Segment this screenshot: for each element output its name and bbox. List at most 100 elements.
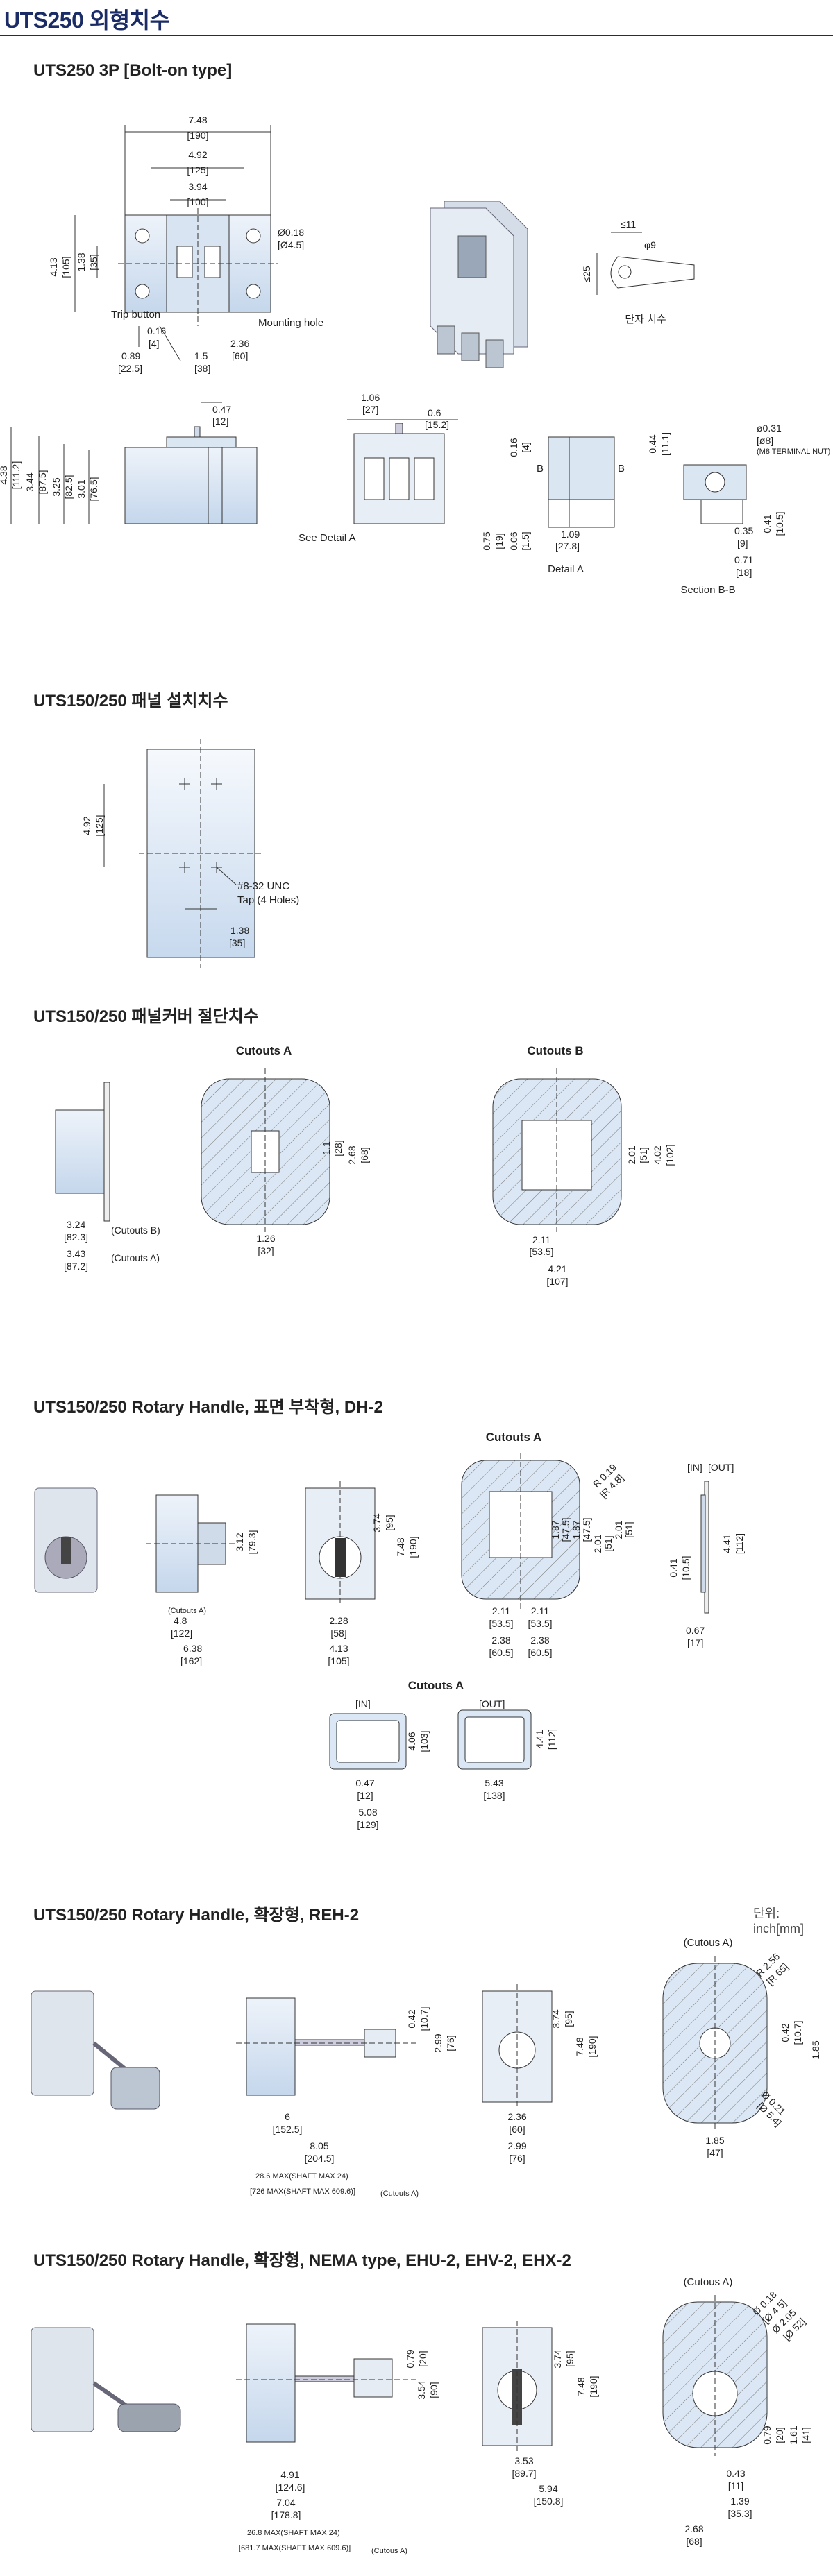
dim-4-13-mm: [105] [60, 256, 71, 278]
reh2-dim-7-48-mm: [190] [587, 2036, 598, 2057]
dh2-dim-6-38-mm: [162] [180, 1655, 202, 1666]
section-title-bolt-on: UTS250 3P [Bolt-on type] [33, 61, 233, 80]
terminal-lug [596, 232, 695, 295]
nema-dim-1-39: 1.39 [730, 2496, 749, 2507]
panel-mount-drawing: 4.92 [125] #8-32 UNC Tap (4 Holes) 1.38 … [81, 739, 299, 968]
dim-4-02-mm: [102] [664, 1144, 675, 1166]
dh2-dim-2-01a: 2.01 [592, 1534, 603, 1553]
nema-dim-2-68-mm: [68] [686, 2536, 702, 2547]
dim-4-92: 4.92 [188, 149, 207, 160]
nema-dim-7-48: 7.48 [575, 2377, 587, 2396]
nema-dim-0-79: 0.79 [405, 2349, 416, 2368]
dim-1-5: 1.5 [194, 350, 208, 361]
breaker-front-view [347, 419, 458, 524]
dim-4-13: 4.13 [48, 257, 59, 276]
section-title-panel-cutout: UTS150/250 패널커버 절단치수 [33, 1007, 259, 1026]
nema-dim-3-53-mm: [89.7] [512, 2468, 536, 2479]
dh2-dim-2-28-mm: [58] [330, 1628, 346, 1639]
dh2-dim-4-41-mm: [112] [734, 1533, 745, 1554]
dim-1-38-mm: [35] [229, 937, 245, 948]
dim-4-02: 4.02 [652, 1145, 663, 1164]
dim-dia-0-31: ø0.31 [757, 423, 782, 434]
dh2-dim-7-48-mm: [190] [407, 1536, 419, 1558]
dim-7-48: 7.48 [188, 114, 207, 126]
terminal-nut-note: (M8 TERMINAL NUT) [757, 447, 830, 456]
dim-3-01: 3.01 [76, 479, 87, 498]
dim-d-0-16-mm: [4] [520, 442, 531, 453]
dim-2-68-mm: [68] [359, 1147, 370, 1163]
reh2-side-view [236, 1997, 416, 2096]
dim-4-38-mm: [111.2] [10, 461, 22, 490]
dh2-dim-4-41b: 4.41 [534, 1730, 545, 1748]
reh2-dim-8-05: 8.05 [310, 2140, 328, 2151]
reh2-shaft-max-mm: [726 MAX(SHAFT MAX 609.6)] [250, 2187, 355, 2196]
section-title-dh2: UTS150/250 Rotary Handle, 표면 부착형, DH-2 [33, 1398, 383, 1417]
nema-dim-0-79b-mm: [20] [774, 2427, 785, 2443]
dh2-dim-4-8: 4.8 [174, 1615, 187, 1626]
hole-dia: Ø0.18 [278, 227, 304, 238]
title-divider [0, 35, 833, 36]
dh2-side-view [146, 1494, 236, 1593]
dh2-dim-2-28: 2.28 [329, 1615, 348, 1626]
dim-1-38: 1.38 [230, 925, 249, 936]
dim-4-21: 4.21 [548, 1263, 566, 1274]
nema-cutous-header: (Cutous A) [684, 2276, 733, 2288]
reh2-dim-0-42-mm: [10.7] [419, 2006, 430, 2031]
dim-3-94-mm: [100] [187, 196, 208, 207]
dim-0-47: 0.47 [212, 404, 231, 415]
reh2-dim-2-99-mm: [76] [445, 2035, 456, 2051]
reh2-dim-3-74: 3.74 [550, 2009, 562, 2028]
terminal-phi9: φ9 [644, 239, 656, 250]
reh2-dim-0-42b-mm: [10.7] [792, 2020, 803, 2045]
dh2-out-label: [OUT] [708, 1462, 734, 1473]
dim-0-6: 0.6 [428, 407, 441, 418]
cutouts-a-note: (Cutouts A) [111, 1252, 160, 1263]
reh2-cutout-panel [662, 1956, 768, 2130]
nema-drawing: 0.79 [20] 3.54 [90] 4.91 [124.6] 7.04 [1… [31, 2276, 811, 2555]
reh2-dim-2-36: 2.36 [507, 2111, 526, 2122]
dh2-dim-7-48: 7.48 [395, 1537, 406, 1556]
cutouts-b-header: Cutouts B [527, 1044, 583, 1057]
nema-dim-0-43-mm: [11] [728, 2480, 743, 2491]
dh2-dim-2-38a: 2.38 [491, 1635, 510, 1646]
dim-dia-0-31-mm: [ø8] [757, 435, 773, 446]
dh2-dim-2-11a: 2.11 [492, 1605, 510, 1617]
dh2-dim-1-87b-mm: [47.5] [581, 1517, 592, 1542]
dim-1-38: 1.38 [76, 253, 87, 271]
nema-dim-0-79b: 0.79 [762, 2425, 773, 2444]
dh2-dim-1-87b: 1.87 [571, 1520, 582, 1539]
dh2-dim-2-11b-mm: [53.5] [528, 1618, 552, 1629]
nema-dim-3-74: 3.74 [552, 2349, 563, 2368]
dim-2-01: 2.01 [626, 1145, 637, 1164]
dim-1-38-mm: [35] [88, 254, 99, 270]
dh2-dim-0-67: 0.67 [686, 1625, 705, 1636]
dh2-dim-4-41b-mm: [112] [546, 1729, 557, 1750]
reh2-cutous-header: (Cutous A) [684, 1937, 733, 1949]
dh2-cutouts-a-header-2: Cutouts A [408, 1679, 464, 1692]
nema-front-view [482, 2321, 553, 2453]
reh2-dim-2-36-mm: [60] [509, 2124, 525, 2135]
dim-4-38: 4.38 [0, 466, 9, 484]
reh2-drawing: 0.42 [10.7] 2.99 [76] 6 [152.5] 8.05 [20… [31, 1937, 821, 2198]
dim-0-35: 0.35 [734, 525, 753, 536]
section-title-reh2: UTS150/250 Rotary Handle, 확장형, REH-2 [33, 1906, 360, 1925]
dh2-dim-3-74: 3.74 [371, 1513, 382, 1532]
dim-0-89-mm: [22.5] [118, 363, 142, 374]
dh2-dim-3-74-mm: [95] [384, 1515, 395, 1530]
dim-1-26: 1.26 [256, 1233, 275, 1244]
dh2-dim-0-41-mm: [10.5] [680, 1555, 691, 1580]
dh2-dim-2-01a-mm: [51] [603, 1535, 614, 1551]
dh2-dim-2-38b: 2.38 [530, 1635, 549, 1646]
dim-3-44-mm: [87.5] [37, 470, 48, 494]
dim-2-36: 2.36 [230, 338, 249, 349]
side-dims [10, 402, 222, 524]
dim-1-06-mm: [27] [362, 404, 378, 415]
reh2-dim-1-85b: 1.85 [705, 2135, 724, 2146]
unit-label: 단위: inch[mm] [753, 1907, 805, 1936]
dh2-dim-1-87a: 1.87 [550, 1520, 561, 1539]
nema-cutout-panel [662, 2295, 768, 2456]
dh2-cutouts-a-header: Cutouts A [486, 1431, 542, 1444]
dim-0-75-mm: [19] [494, 533, 505, 549]
dh2-dim-5-43-mm: [138] [483, 1790, 505, 1801]
dim-4-92-mm: [125] [94, 814, 105, 836]
